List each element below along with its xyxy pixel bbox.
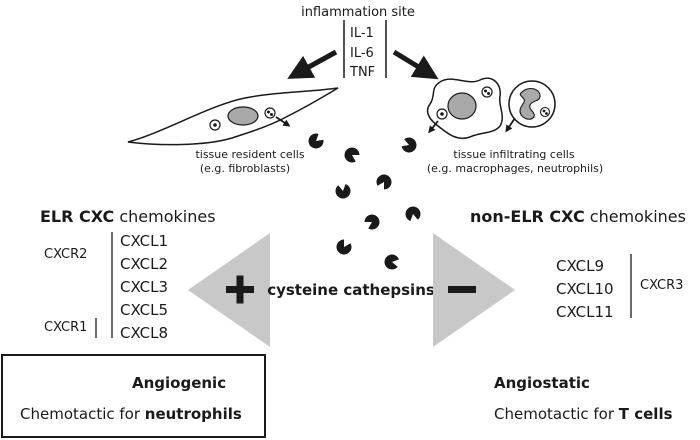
elr-title: ELR CXC chemokines bbox=[40, 207, 216, 226]
nonelr-title: non-ELR CXC chemokines bbox=[470, 207, 686, 226]
resident-line2: (e.g. fibroblasts) bbox=[200, 162, 290, 175]
elr-title-bold: ELR CXC bbox=[40, 207, 114, 226]
cathepsin-glyph bbox=[335, 183, 351, 199]
fibroblast-nucleus bbox=[227, 106, 259, 126]
chemokine-cxcl3: CXCL3 bbox=[120, 278, 168, 296]
cathepsin-glyph bbox=[344, 147, 360, 163]
elr-chemotactic: Chemotactic for neutrophils bbox=[20, 405, 242, 423]
resident-line1: tissue resident cells bbox=[195, 148, 304, 161]
macrophage-nucleus bbox=[447, 92, 477, 120]
chemokine-cxcl9: CXCL9 bbox=[556, 257, 604, 275]
chemokine-cxcl10: CXCL10 bbox=[556, 280, 614, 298]
fibroblast-secretion-arrow bbox=[275, 116, 291, 127]
neutrophil-nucleus bbox=[519, 87, 541, 120]
nonelr-chemotactic: Chemotactic for T cells bbox=[494, 405, 673, 423]
neutrophil-secretion-arrow bbox=[505, 117, 516, 133]
chemokine-cxcl8: CXCL8 bbox=[120, 324, 168, 342]
cathepsin-glyph bbox=[364, 214, 380, 230]
chemokine-cxcl1: CXCL1 bbox=[120, 232, 168, 250]
chemokine-cxcl11: CXCL11 bbox=[556, 303, 614, 321]
fibroblast-cell bbox=[127, 87, 339, 146]
inflammation-title: inflammation site bbox=[301, 5, 415, 20]
macrophage-secretion-arrow bbox=[428, 120, 439, 134]
nonelr-effect: Angiostatic bbox=[494, 374, 590, 392]
cytokine-il6: IL-6 bbox=[350, 46, 374, 61]
neutrophil-cell bbox=[505, 80, 556, 133]
nonelr-chemotactic-prefix: Chemotactic for bbox=[494, 405, 619, 423]
infiltrating-line1: tissue infiltrating cells bbox=[453, 148, 574, 161]
macrophage-cell bbox=[426, 77, 503, 139]
receptor-cxcr2: CXCR2 bbox=[44, 247, 87, 262]
elr-chemotactic-target: neutrophils bbox=[145, 405, 242, 423]
nonelr-title-bold: non-ELR CXC bbox=[470, 207, 585, 226]
angiogenic-box bbox=[1, 354, 266, 438]
elr-effect: Angiogenic bbox=[132, 374, 226, 392]
chemokine-cxcl2: CXCL2 bbox=[120, 255, 168, 273]
nonelr-title-rest: chemokines bbox=[585, 207, 686, 226]
cathepsin-glyph bbox=[308, 133, 324, 149]
elr-chemotactic-prefix: Chemotactic for bbox=[20, 405, 145, 423]
infiltrating-line2: (e.g. macrophages, neutrophils) bbox=[427, 162, 603, 175]
elr-title-rest: chemokines bbox=[114, 207, 215, 226]
plus-sign-vertical bbox=[236, 275, 244, 304]
arrow-to-infiltrating bbox=[392, 49, 439, 80]
arrow-to-resident bbox=[287, 49, 338, 79]
receptor-cxcr3: CXCR3 bbox=[640, 278, 683, 293]
cathepsin-glyph bbox=[384, 254, 400, 270]
cathepsin-molecules bbox=[308, 133, 421, 270]
cathepsin-glyph bbox=[405, 206, 421, 222]
cathepsin-glyph bbox=[336, 239, 352, 255]
cathepsins-label: cysteine cathepsins bbox=[267, 281, 435, 299]
minus-sign bbox=[448, 286, 476, 293]
chemokine-cxcl5: CXCL5 bbox=[120, 301, 168, 319]
cytokine-tnf: TNF bbox=[349, 65, 375, 80]
cathepsin-glyph bbox=[401, 137, 417, 153]
cytokine-il1: IL-1 bbox=[350, 26, 374, 41]
cathepsin-glyph bbox=[376, 174, 392, 190]
receptor-cxcr1: CXCR1 bbox=[44, 320, 87, 335]
fibroblast-vesicle bbox=[264, 107, 276, 119]
nonelr-chemotactic-target: T cells bbox=[619, 405, 673, 423]
